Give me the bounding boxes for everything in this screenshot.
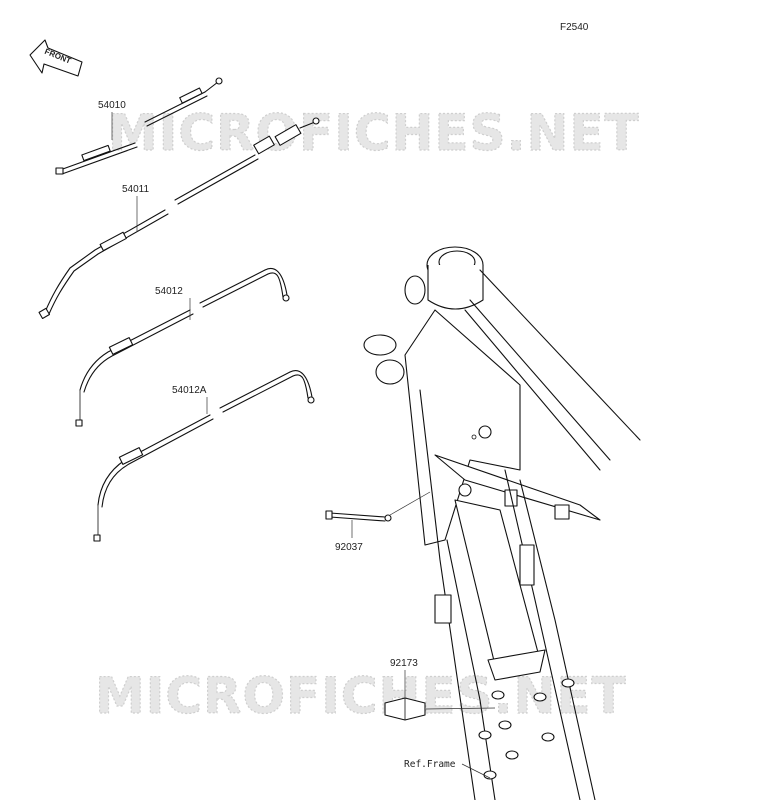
part-label-92037: 92037 bbox=[335, 542, 363, 553]
part-label-54012A: 54012A bbox=[172, 385, 207, 396]
cable-54011[interactable] bbox=[38, 117, 320, 320]
leader-ref-frame bbox=[461, 763, 491, 779]
figure-code: F2540 bbox=[560, 22, 589, 33]
clip-92037[interactable] bbox=[325, 510, 392, 522]
watermark-bottom: MICROFICHES.NET bbox=[95, 667, 627, 725]
front-arrow-icon: FRONT bbox=[29, 39, 83, 77]
cable-54012A[interactable] bbox=[93, 370, 315, 542]
part-label-92173: 92173 bbox=[390, 658, 418, 669]
part-label-54011: 54011 bbox=[122, 184, 150, 195]
part-label-54012: 54012 bbox=[155, 286, 183, 297]
part-label-54010: 54010 bbox=[98, 100, 126, 111]
motorcycle-frame bbox=[363, 246, 641, 800]
leader-92173-frame bbox=[425, 707, 496, 710]
reference-label: Ref.Frame bbox=[404, 759, 456, 770]
cable-54012[interactable] bbox=[75, 268, 290, 427]
clamp-92173[interactable] bbox=[384, 697, 426, 721]
leader-92037-frame bbox=[389, 491, 431, 516]
cable-54010[interactable] bbox=[55, 77, 223, 175]
watermark-top: MICROFICHES.NET bbox=[108, 104, 640, 162]
